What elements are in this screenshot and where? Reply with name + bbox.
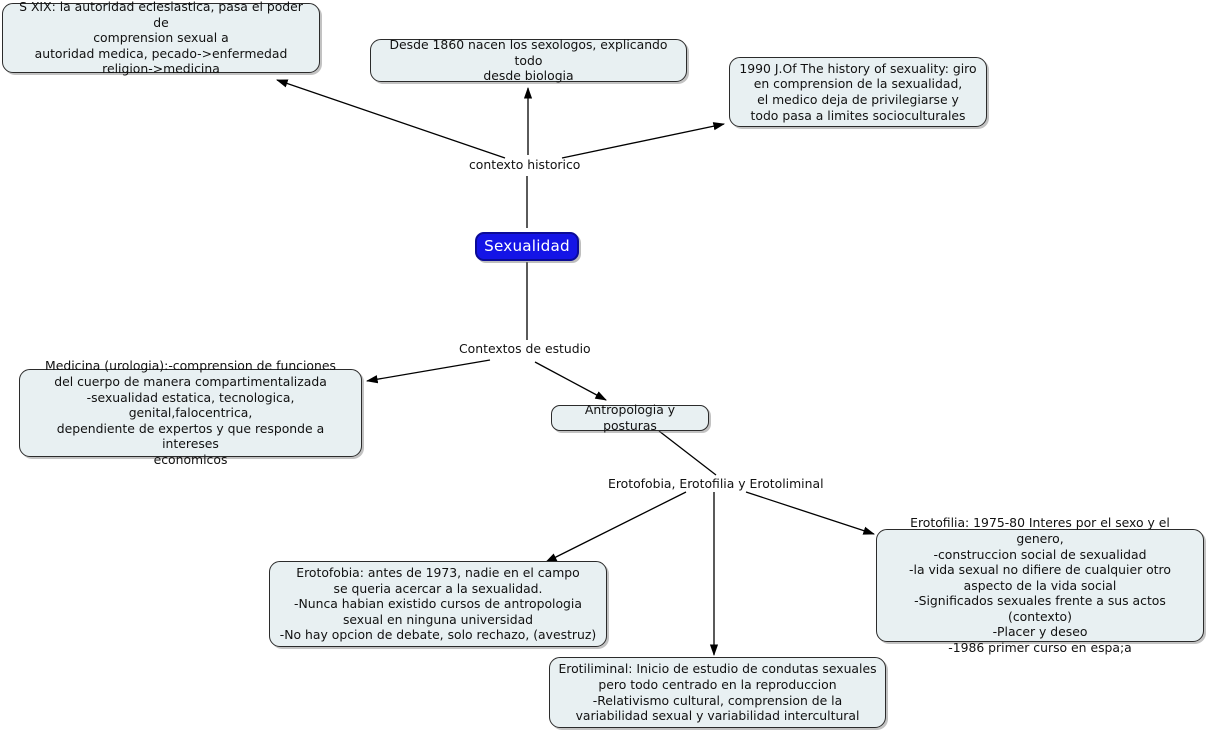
edge-contexto-historico-to-history-of-sexuality — [561, 122, 726, 159]
edge-contexto-historico-to-s-xix — [276, 79, 506, 159]
node-erotofobia[interactable]: Erotofobia: antes de 1973, nadie en el c… — [269, 561, 607, 647]
node-sexologos-1860[interactable]: Desde 1860 nacen los sexologos, explican… — [370, 37, 687, 83]
node-antropologia-y-posturas[interactable]: Antropologia y posturas — [551, 402, 709, 433]
node-erotiliminal[interactable]: Erotiliminal: Inicio de estudio de condu… — [549, 657, 886, 728]
node-erotofilia[interactable]: Erotofilia: 1975-80 Interes por el sexo … — [876, 515, 1204, 655]
node-history-of-sexuality-1990[interactable]: 1990 J.Of The history of sexuality: giro… — [729, 57, 987, 127]
edge-contextos-to-medicina — [365, 359, 491, 384]
link-label-erotofobia-erotofilia-erotoliminal: Erotofobia, Erotofilia y Erotoliminal — [608, 476, 824, 491]
edge-antropologia-to-erotogroup — [658, 430, 717, 476]
node-root-sexualidad[interactable]: Sexualidad — [475, 232, 579, 261]
edge-contextos-to-antropologia — [534, 361, 607, 401]
link-label-contextos-de-estudio: Contextos de estudio — [459, 341, 591, 356]
node-medicina-urologia[interactable]: Medicina (urologia):-comprension de func… — [19, 358, 362, 467]
edge-erotogroup-to-erotofilia — [745, 491, 875, 535]
edge-erotogroup-to-erotofobia — [545, 491, 687, 563]
link-label-contexto-historico: contexto historico — [469, 157, 581, 172]
node-s-xix[interactable]: S XIX: la autoridad eclesiastica, pasa e… — [2, 0, 320, 76]
